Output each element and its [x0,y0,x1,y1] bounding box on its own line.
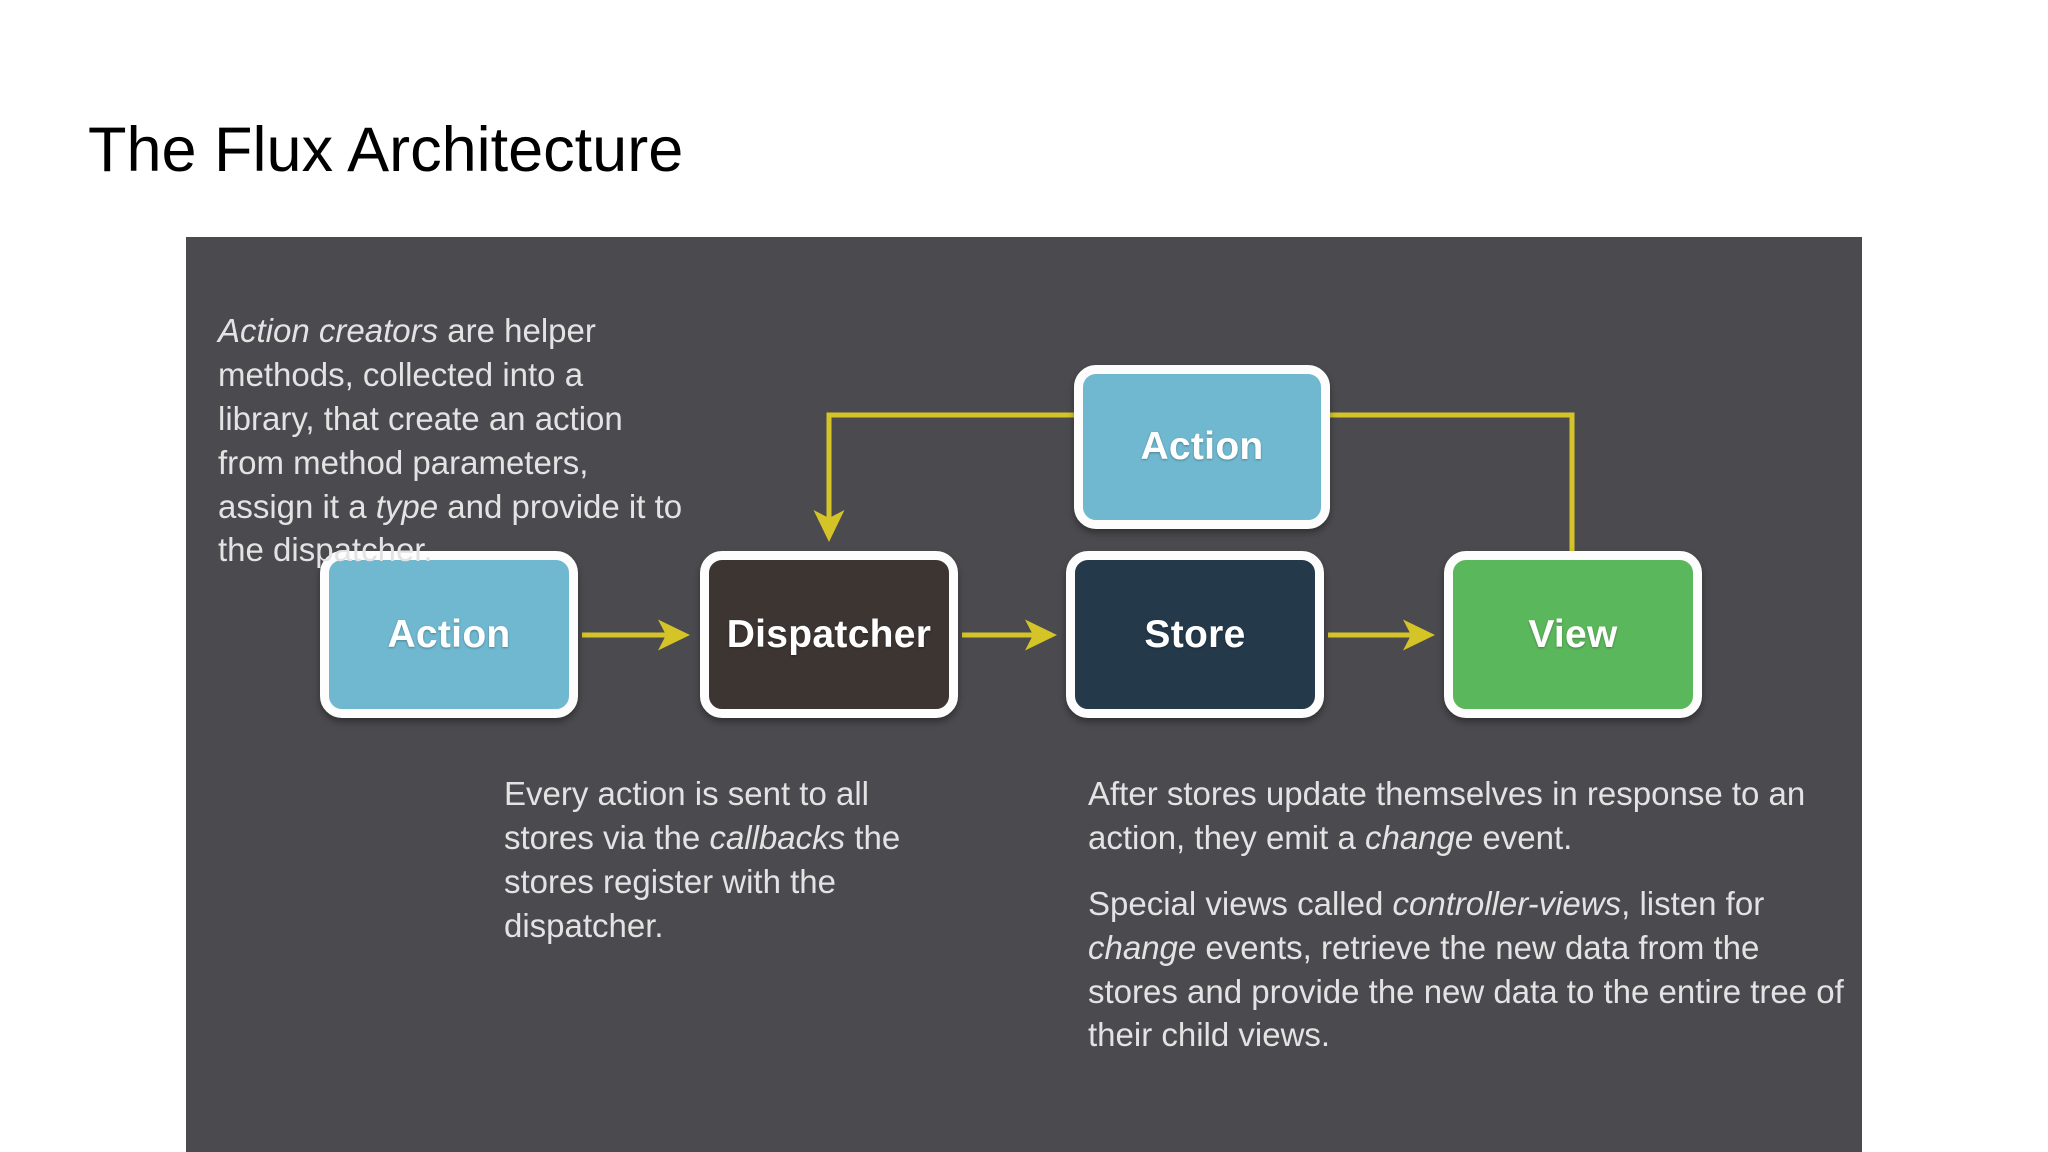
caption-text: , listen for [1621,884,1765,922]
caption-text: are helper methods, collected into a lib… [218,312,623,525]
node-label: Store [1144,612,1246,656]
caption-paragraph: Special views called controller-views, l… [1088,882,1848,1058]
flux-architecture-diagram: Action Action Dispatcher Store View Acti… [186,237,1862,1152]
node-action-top[interactable]: Action [1074,365,1330,529]
node-dispatcher[interactable]: Dispatcher [700,551,958,718]
caption-emphasis: type [375,487,439,525]
caption-text: event. [1473,818,1573,856]
node-label: Dispatcher [726,612,932,656]
node-view[interactable]: View [1444,551,1702,718]
caption-text: Every action is sent to all stores via t… [504,775,869,856]
node-action-left[interactable]: Action [320,551,578,718]
caption-emphasis: Action creators [218,312,439,349]
caption-emphasis: change [1364,818,1474,856]
caption-emphasis: controller-views [1392,884,1622,922]
page-title: The Flux Architecture [88,115,684,185]
edge-action-top-to-dispatcher [813,412,1074,542]
node-label: View [1528,612,1618,656]
caption-text: After stores update themselves in respon… [1088,775,1806,856]
caption-emphasis: callbacks [709,818,846,856]
caption-emphasis: change [1088,928,1197,966]
node-store[interactable]: Store [1066,551,1324,718]
node-label: Action [1140,425,1264,468]
caption-text: and provide it to the dispatcher. [218,487,683,569]
caption-paragraph: After stores update themselves in respon… [1088,772,1848,860]
caption-action-creators: Action creators are helper methods, coll… [218,309,688,572]
caption-text: Special views called [1088,884,1393,922]
edge-action-top-to-view [1330,412,1575,553]
node-label: Action [387,612,511,656]
caption-text: events, retrieve the new data from the s… [1088,928,1844,1054]
caption-dispatcher-note: Every action is sent to all stores via t… [504,772,924,948]
caption-store-notes: After stores update themselves in respon… [1088,772,1848,1057]
caption-text: the stores register with the dispatcher. [504,818,901,944]
